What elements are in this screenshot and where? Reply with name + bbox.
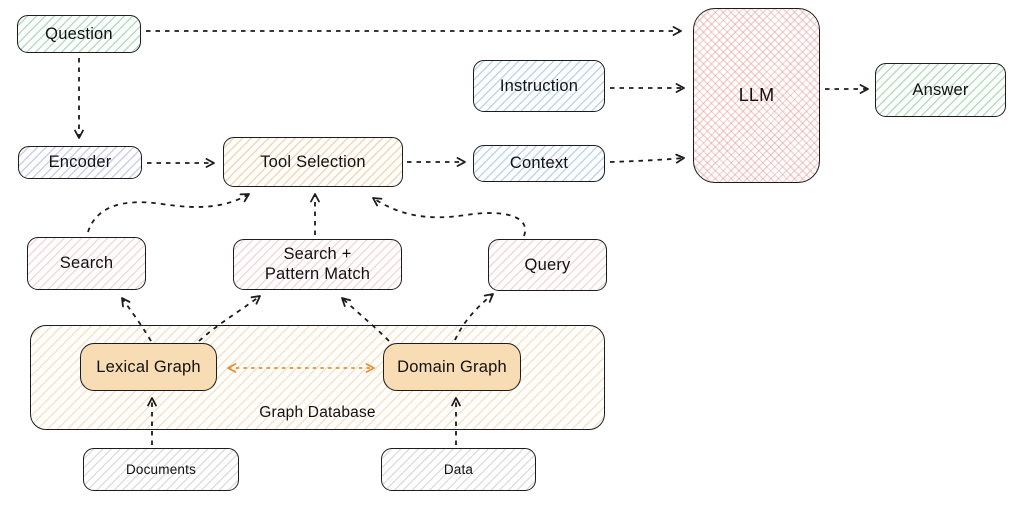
context-label: Context: [509, 154, 569, 173]
tool-selection-label: Tool Selection: [260, 152, 366, 171]
documents-label: Documents: [125, 461, 197, 477]
edge-context-llm: [609, 153, 685, 164]
node-domain-graph: Domain Graph: [383, 343, 521, 391]
lexical-graph-label: Lexical Graph: [96, 357, 201, 376]
node-answer: Answer: [875, 63, 1006, 117]
node-context: Context: [473, 145, 605, 182]
node-data: Data: [381, 448, 536, 491]
domain-graph-label: Domain Graph: [397, 357, 507, 376]
node-tool-selection: Tool Selection: [223, 137, 403, 187]
edge-query-tool-selection: [372, 197, 527, 237]
node-query: Query: [488, 239, 607, 291]
instruction-label: Instruction: [499, 76, 579, 95]
graph-database-label: Graph Database: [259, 404, 376, 422]
edge-search-tool-selection: [87, 193, 250, 233]
search-pattern-match-label-line2: Pattern Match: [264, 265, 371, 283]
question-label: Question: [45, 24, 113, 43]
node-documents: Documents: [83, 448, 239, 491]
query-label: Query: [524, 255, 571, 274]
answer-label: Answer: [912, 80, 969, 99]
node-lexical-graph: Lexical Graph: [80, 343, 217, 391]
llm-label: LLM: [738, 85, 775, 106]
node-search: Search: [27, 237, 146, 290]
data-label: Data: [443, 461, 474, 477]
node-llm: LLM: [693, 8, 820, 183]
node-search-pattern-match: Search + Pattern Match: [233, 239, 402, 290]
search-pattern-match-label-line1: Search +: [283, 245, 352, 264]
node-instruction: Instruction: [473, 60, 605, 112]
node-question: Question: [17, 15, 141, 53]
search-label: Search: [59, 254, 114, 273]
encoder-label: Encoder: [48, 153, 112, 172]
node-encoder: Encoder: [18, 146, 142, 179]
